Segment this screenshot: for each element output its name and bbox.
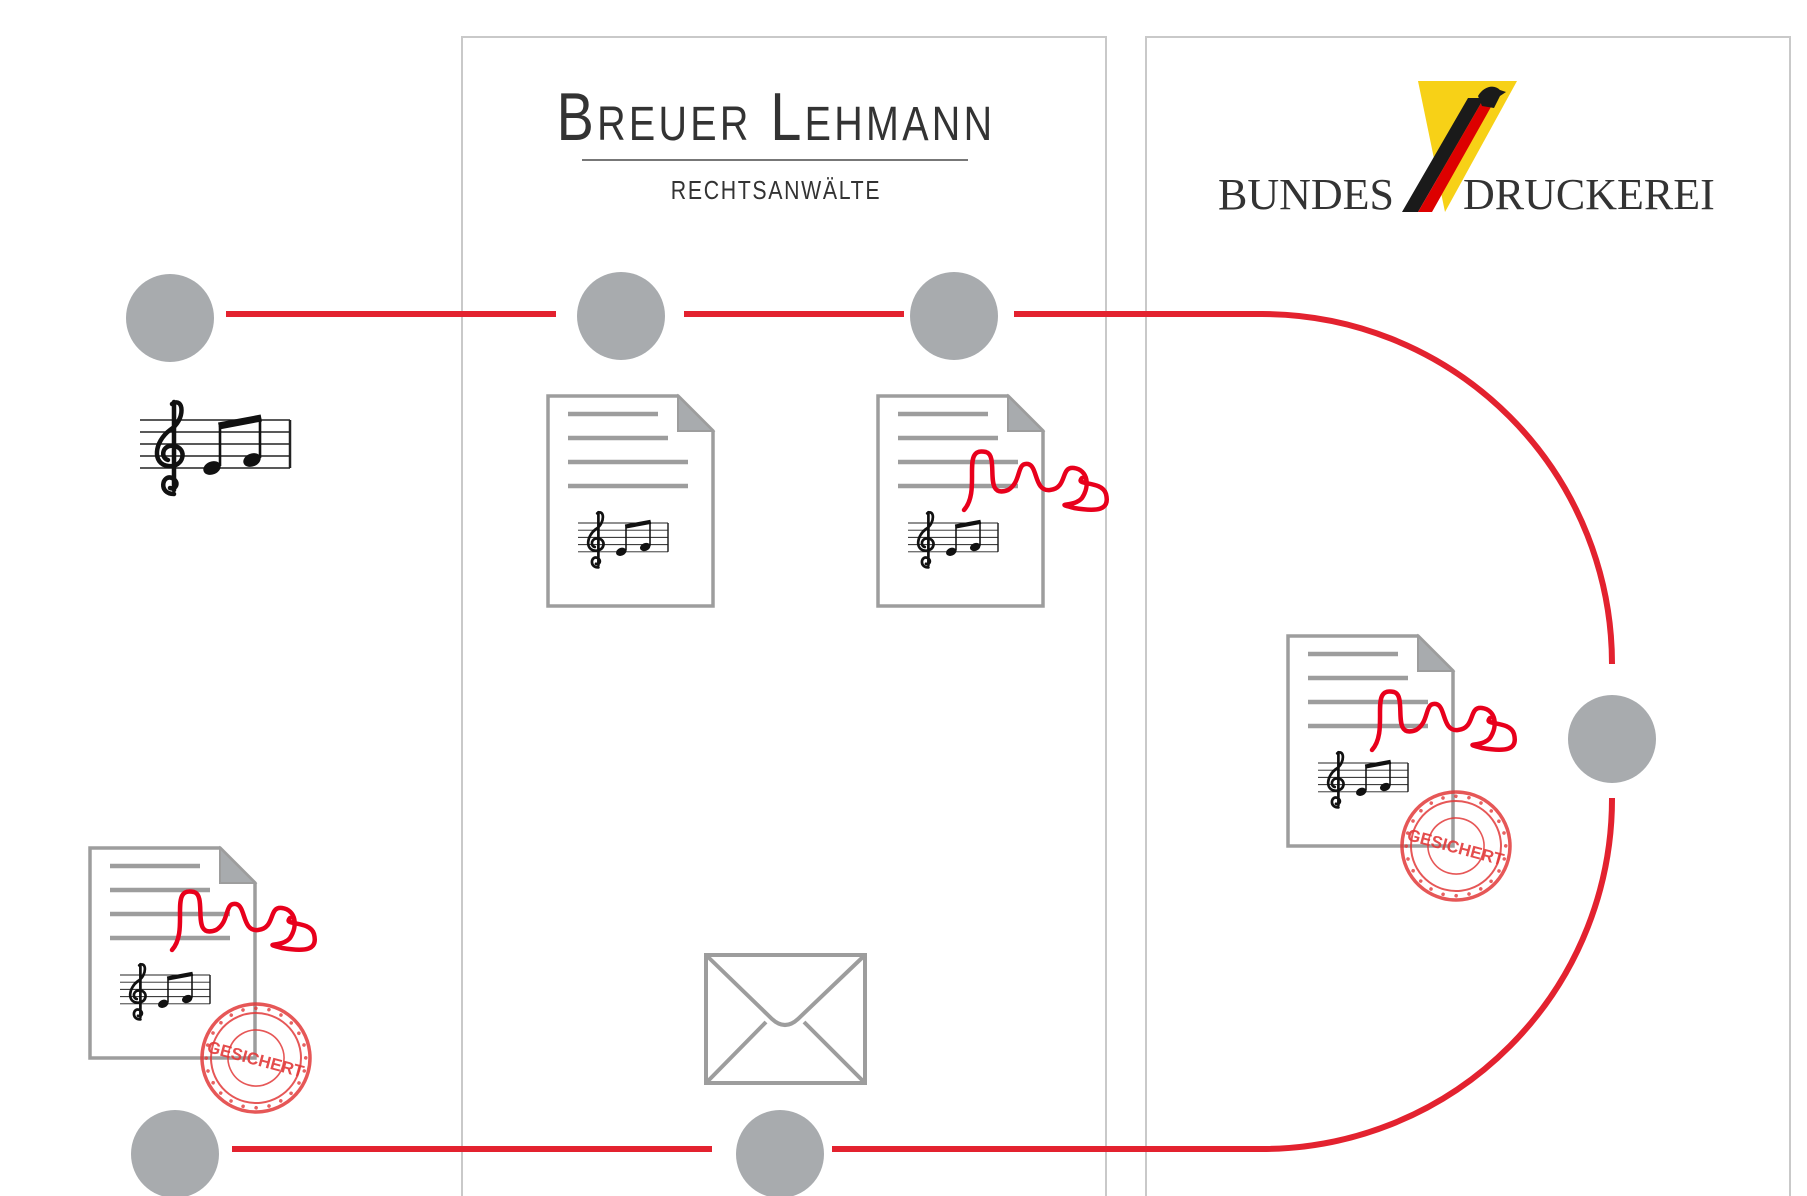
document-icon-returned: GESICHERT [90, 848, 324, 1126]
logo-red-stripe [1418, 98, 1496, 212]
process-node-composition [126, 274, 214, 362]
breuer-lehmann-wordmark: Breuer Lehmann [557, 80, 996, 155]
eagle-icon [1478, 86, 1506, 108]
document-icon-secured: GESICHERT [1288, 636, 1524, 914]
bundes-text: BUNDES [1218, 170, 1394, 219]
process-node-signed-document [910, 272, 998, 360]
flow-line [226, 311, 1616, 1152]
logo-black-stripe [1402, 98, 1484, 212]
document-icon-draft [548, 396, 713, 606]
druckerei-text: DRUCKEREI [1463, 170, 1715, 219]
process-node-envelope-delivery [736, 1110, 824, 1196]
process-node-draft-document [577, 272, 665, 360]
law-firm-subtitle: RECHTSANWÄLTE [671, 176, 881, 206]
process-node-returned-document [131, 1110, 219, 1196]
process-node-secured-document [1568, 695, 1656, 783]
printer-panel [1145, 36, 1791, 1196]
bundesdruckerei-logo: BUNDES DRUCKEREI [1218, 81, 1715, 219]
envelope-icon [704, 953, 867, 1085]
breuer-lehmann-logo: Breuer Lehmann RECHTSANWÄLTE [557, 80, 996, 206]
music-score-icon [140, 402, 290, 494]
document-icon-signed [878, 396, 1107, 606]
law-firm-panel [461, 36, 1107, 1196]
stamp-label: GESICHERT [1405, 825, 1506, 869]
